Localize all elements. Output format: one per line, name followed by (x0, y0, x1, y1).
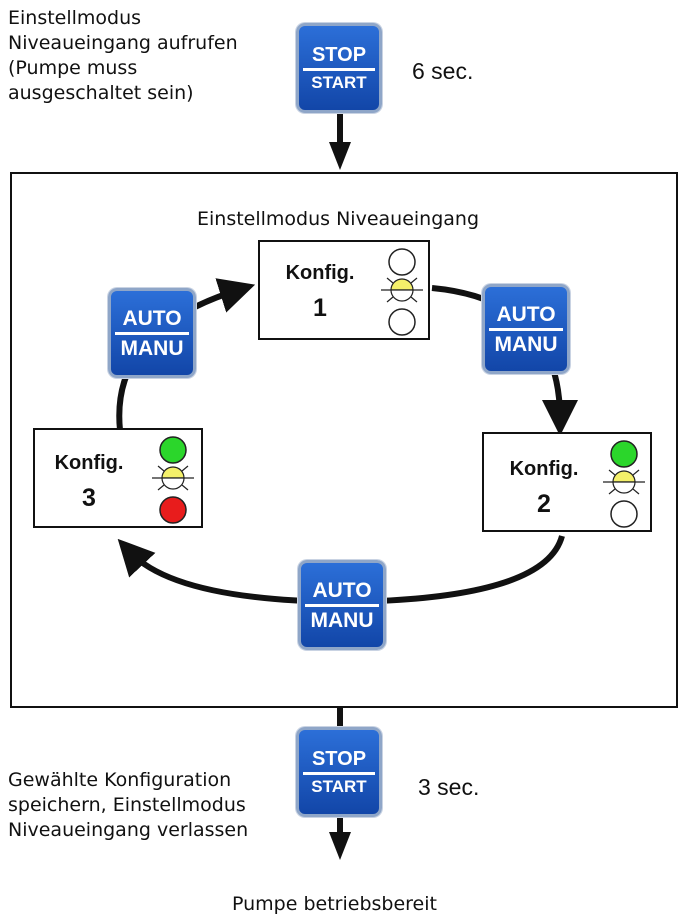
lamp-mid-blinking (381, 277, 423, 303)
auto-label: AUTO (122, 306, 182, 330)
config-2-lamps (603, 440, 645, 528)
lamp-bottom-off (610, 500, 638, 528)
stop-label: STOP (311, 44, 367, 66)
manu-label: MANU (310, 608, 374, 632)
start-label: START (311, 777, 367, 796)
exit-arrowhead (329, 832, 351, 860)
config-3-number: 3 (82, 484, 96, 512)
config-1-box: Konfig. 1 (258, 240, 430, 340)
config-3-label: Konfig. (54, 452, 124, 474)
lamp-top-green (159, 436, 187, 464)
config-3-lamps (152, 436, 194, 524)
enter-hold-time: 6 sec. (412, 58, 474, 84)
key-divider (303, 772, 375, 775)
setup-mode-frame (10, 172, 678, 708)
stop-label: STOP (311, 748, 367, 770)
config-1-lamps (381, 248, 423, 336)
enter-arrowhead (329, 142, 351, 170)
config-2-label: Konfig. (509, 458, 579, 480)
lamp-top-off (388, 248, 416, 276)
auto-label: AUTO (312, 578, 372, 602)
setup-mode-title: Einstellmodus Niveaueingang (197, 208, 480, 230)
lamp-mid-blinking (152, 465, 194, 491)
auto-manu-key-bottom[interactable]: AUTO MANU (298, 560, 386, 650)
save-exit-note: Gewählte Konfiguration speichern, Einste… (8, 769, 249, 841)
lamp-mid-blinking (603, 469, 645, 495)
auto-manu-key-left[interactable]: AUTO MANU (108, 288, 196, 378)
enter-mode-note: Einstellmodus Niveaueingang aufrufen (Pu… (8, 7, 238, 104)
config-1-number: 1 (313, 294, 327, 322)
pump-ready-label: Pumpe betriebsbereit (232, 893, 437, 915)
key-divider (489, 327, 563, 331)
config-1-label: Konfig. (285, 262, 355, 284)
manu-label: MANU (494, 332, 558, 356)
auto-label: AUTO (496, 302, 556, 326)
stop-start-key-enter[interactable]: STOP START (296, 23, 382, 113)
lamp-bottom-red (159, 496, 187, 524)
key-divider (303, 68, 375, 71)
lamp-bottom-off (388, 308, 416, 336)
key-divider (305, 603, 379, 607)
auto-manu-key-right[interactable]: AUTO MANU (482, 284, 570, 374)
start-label: START (311, 73, 367, 92)
config-2-box: Konfig. 2 (482, 432, 652, 532)
stop-start-key-exit[interactable]: STOP START (296, 727, 382, 817)
exit-hold-time: 3 sec. (418, 774, 480, 800)
lamp-top-green (610, 440, 638, 468)
key-divider (115, 331, 189, 335)
manu-label: MANU (120, 336, 184, 360)
config-2-number: 2 (537, 490, 551, 518)
config-3-box: Konfig. 3 (33, 428, 203, 528)
